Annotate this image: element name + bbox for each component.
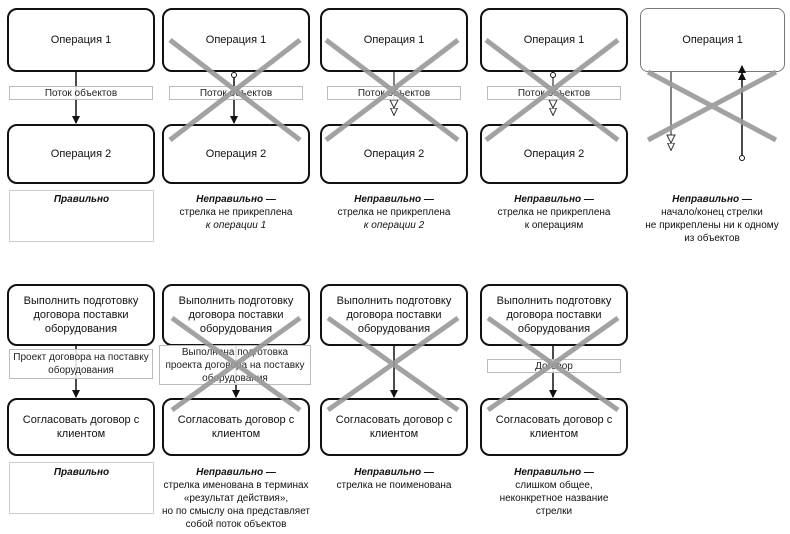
arrow-start-point xyxy=(739,155,745,161)
cross-line xyxy=(324,38,460,142)
cross-line xyxy=(326,315,460,413)
prepare-contract-box: Выполнить подготовку договора поставки о… xyxy=(162,284,310,346)
correct-caption-box xyxy=(9,190,154,242)
approve-contract-label: Согласовать договор с клиентом xyxy=(22,414,140,440)
caption-line: стрелка не поименована xyxy=(336,480,452,491)
approve-contract-label: Согласовать договор с клиентом xyxy=(177,414,295,440)
cross-line xyxy=(168,38,302,142)
prepare-contract-label: Выполнить подготовку договора поставки о… xyxy=(178,295,294,335)
approve-contract-label: Согласовать договор с клиентом xyxy=(335,414,453,440)
cross-line xyxy=(646,69,778,143)
caption-title: Неправильно — xyxy=(196,467,276,478)
flow-label-text: Проект договора на поставку оборудования xyxy=(13,352,149,376)
arrow-double-head xyxy=(548,99,558,110)
caption-line: не прикреплены ни к одному xyxy=(645,220,779,231)
caption-line: неконкретное название xyxy=(499,493,609,504)
caption-line: начало/конец стрелки xyxy=(661,207,763,218)
caption-title: Неправильно — xyxy=(354,194,434,205)
caption-line: к операциям xyxy=(524,220,584,231)
operation-1-label: Операция 1 xyxy=(523,34,585,46)
approve-contract-box: Согласовать договор с клиентом xyxy=(480,398,628,456)
caption-line: стрелка не прикреплена xyxy=(497,207,611,218)
caption-line: стрелка не прикреплена xyxy=(337,207,451,218)
operation-2-box: Операция 2 xyxy=(320,124,468,184)
caption-title: Неправильно — xyxy=(514,194,594,205)
approve-contract-label: Согласовать договор с клиентом xyxy=(495,414,613,440)
approve-contract-box: Согласовать договор с клиентом xyxy=(7,398,155,456)
prepare-contract-label: Выполнить подготовку договора поставки о… xyxy=(23,295,139,335)
approve-contract-box: Согласовать договор с клиентом xyxy=(162,398,310,456)
caption-line: к операции 1 xyxy=(205,220,267,231)
operation-2-label: Операция 2 xyxy=(363,148,425,160)
prepare-contract-box: Выполнить подготовку договора поставки о… xyxy=(480,284,628,346)
caption-wrong-1: Неправильно — стрелка не прикреплена к о… xyxy=(160,193,312,232)
approve-contract-box: Согласовать договор с клиентом xyxy=(320,398,468,456)
prepare-contract-label: Выполнить подготовку договора поставки о… xyxy=(336,295,452,335)
prepare-contract-label: Выполнить подготовку договора поставки о… xyxy=(496,295,612,335)
arrow-double-head xyxy=(738,72,746,80)
operation-1-label: Операция 1 xyxy=(205,34,267,46)
caption-line: слишком общее, xyxy=(515,480,593,491)
caption-correct: Правильно xyxy=(9,193,154,206)
caption-title: Неправильно — xyxy=(196,194,276,205)
caption-title: Правильно xyxy=(53,194,110,205)
caption-wrong-4: Неправильно — начало/конец стрелки не пр… xyxy=(636,193,788,245)
caption-wrong-2: Неправильно — стрелка не поименована xyxy=(318,466,470,492)
caption-title: Неправильно — xyxy=(514,467,594,478)
operation-2-label: Операция 2 xyxy=(205,148,267,160)
caption-wrong-1: Неправильно — стрелка именована в термин… xyxy=(160,466,312,531)
caption-line: собой поток объектов xyxy=(185,519,287,530)
operation-1-box: Операция 1 xyxy=(162,8,310,72)
operation-1-label: Операция 1 xyxy=(682,34,743,46)
caption-line: «результат действия», xyxy=(183,493,289,504)
cross-line xyxy=(484,38,620,142)
caption-line: к операции 2 xyxy=(363,220,425,231)
operation-2-box: Операция 2 xyxy=(162,124,310,184)
cross-line xyxy=(486,315,620,413)
operation-2-box: Операция 2 xyxy=(480,124,628,184)
arrow-start-point xyxy=(550,72,556,78)
caption-line: стрелка именована в терминах xyxy=(163,480,309,491)
cross-line xyxy=(170,315,302,413)
caption-line: стрелки xyxy=(535,506,573,517)
caption-line: но по смыслу она представляет xyxy=(161,506,311,517)
arrow-double-head xyxy=(389,99,399,110)
prepare-contract-box: Выполнить подготовку договора поставки о… xyxy=(320,284,468,346)
caption-wrong-3: Неправильно — слишком общее, неконкретно… xyxy=(478,466,630,518)
flow-label: Поток объектов xyxy=(9,86,153,100)
caption-line: из объектов xyxy=(684,233,740,244)
operation-1-label: Операция 1 xyxy=(50,34,112,46)
operation-1-box: Операция 1 xyxy=(7,8,155,72)
flow-label: Проект договора на поставку оборудования xyxy=(9,349,153,379)
operation-1-box: Операция 1 xyxy=(640,8,785,72)
operation-1-label: Операция 1 xyxy=(363,34,425,46)
caption-correct: Правильно xyxy=(9,466,154,479)
arrow-double-head xyxy=(666,134,676,145)
arrow-start-point xyxy=(231,72,237,78)
caption-wrong-2: Неправильно — стрелка не прикреплена к о… xyxy=(318,193,470,232)
operation-2-box: Операция 2 xyxy=(7,124,155,184)
caption-title: Неправильно — xyxy=(672,194,752,205)
caption-title: Неправильно — xyxy=(354,467,434,478)
caption-line: стрелка не прикреплена xyxy=(179,207,293,218)
correct-caption-box xyxy=(9,462,154,514)
operation-2-label: Операция 2 xyxy=(523,148,585,160)
operation-2-label: Операция 2 xyxy=(50,148,112,160)
flow-label-text: Поток объектов xyxy=(44,87,118,99)
operation-1-box: Операция 1 xyxy=(480,8,628,72)
caption-wrong-3: Неправильно — стрелка не прикреплена к о… xyxy=(478,193,630,232)
prepare-contract-box: Выполнить подготовку договора поставки о… xyxy=(7,284,155,346)
caption-title: Правильно xyxy=(53,467,110,478)
operation-1-box: Операция 1 xyxy=(320,8,468,72)
